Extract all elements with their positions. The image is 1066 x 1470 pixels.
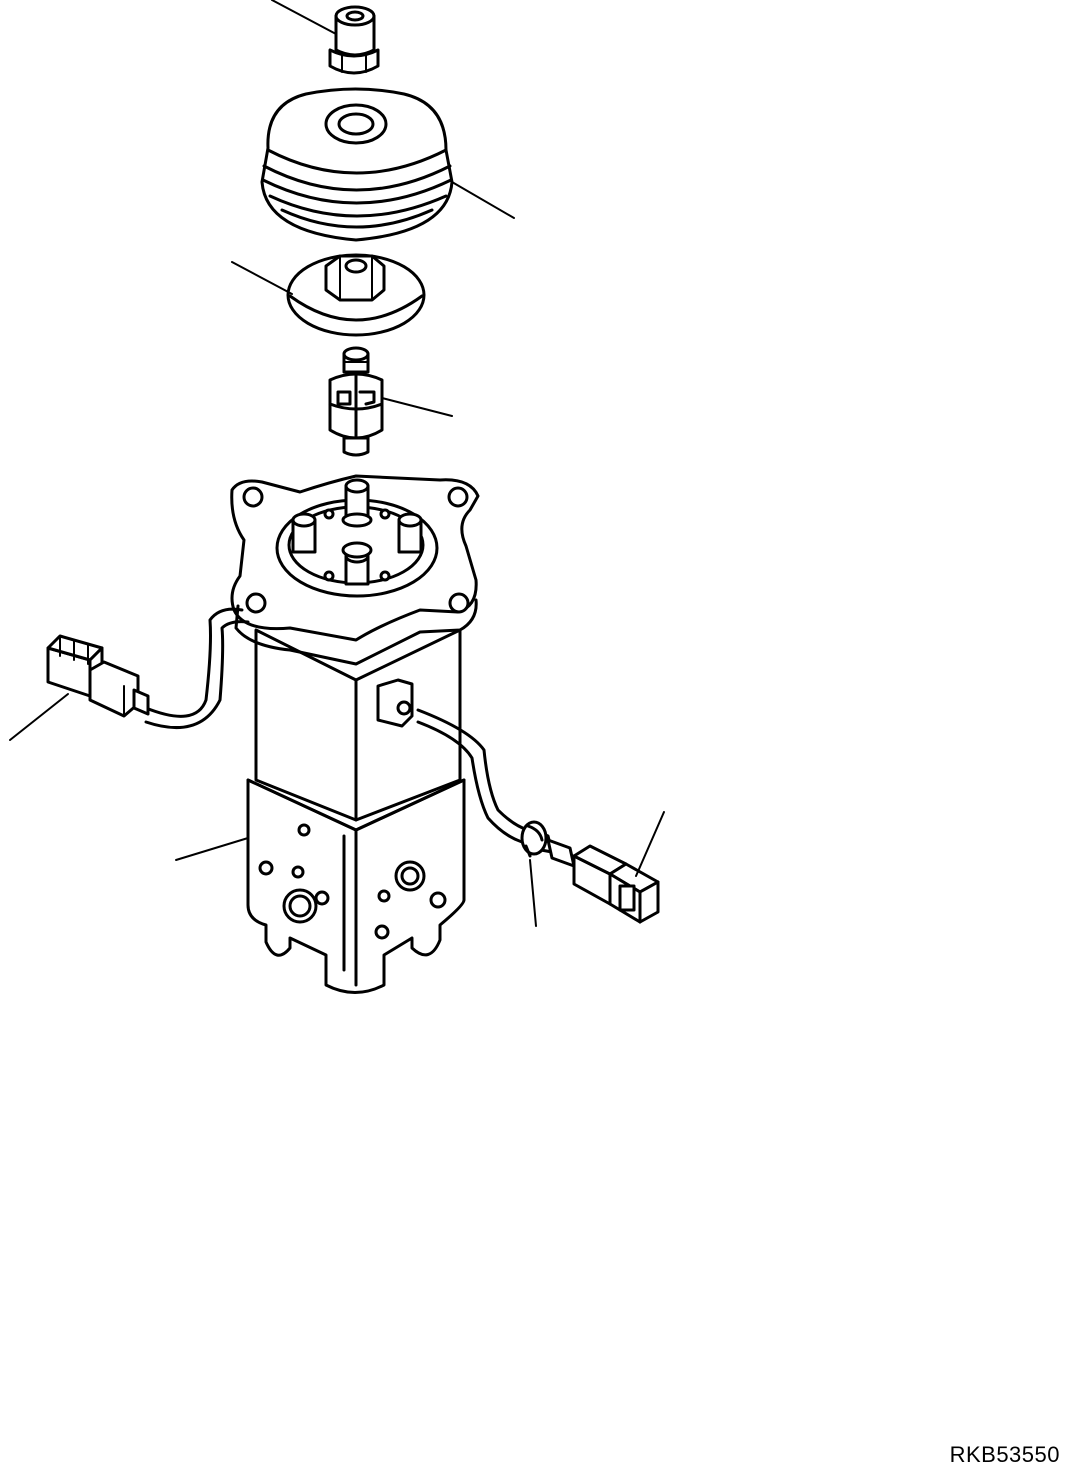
joint-leader-line <box>381 397 453 417</box>
body-leader-line <box>175 837 249 861</box>
valve-body-part <box>175 474 480 994</box>
left-connector-part <box>9 607 250 741</box>
boot-part <box>260 87 515 242</box>
right-connector-leader-line <box>635 811 665 877</box>
plate-leader-line <box>231 261 293 295</box>
boot-leader-line <box>451 181 515 219</box>
clamp-leader-line <box>529 859 537 927</box>
nut-part <box>271 0 380 75</box>
plate-part <box>231 253 426 337</box>
clamp-part <box>520 820 548 927</box>
drawing-code: RKB53550 <box>949 1442 1060 1467</box>
universal-joint-part <box>328 346 453 457</box>
left-connector-leader-line <box>9 693 69 741</box>
nut-leader-line <box>271 0 337 35</box>
